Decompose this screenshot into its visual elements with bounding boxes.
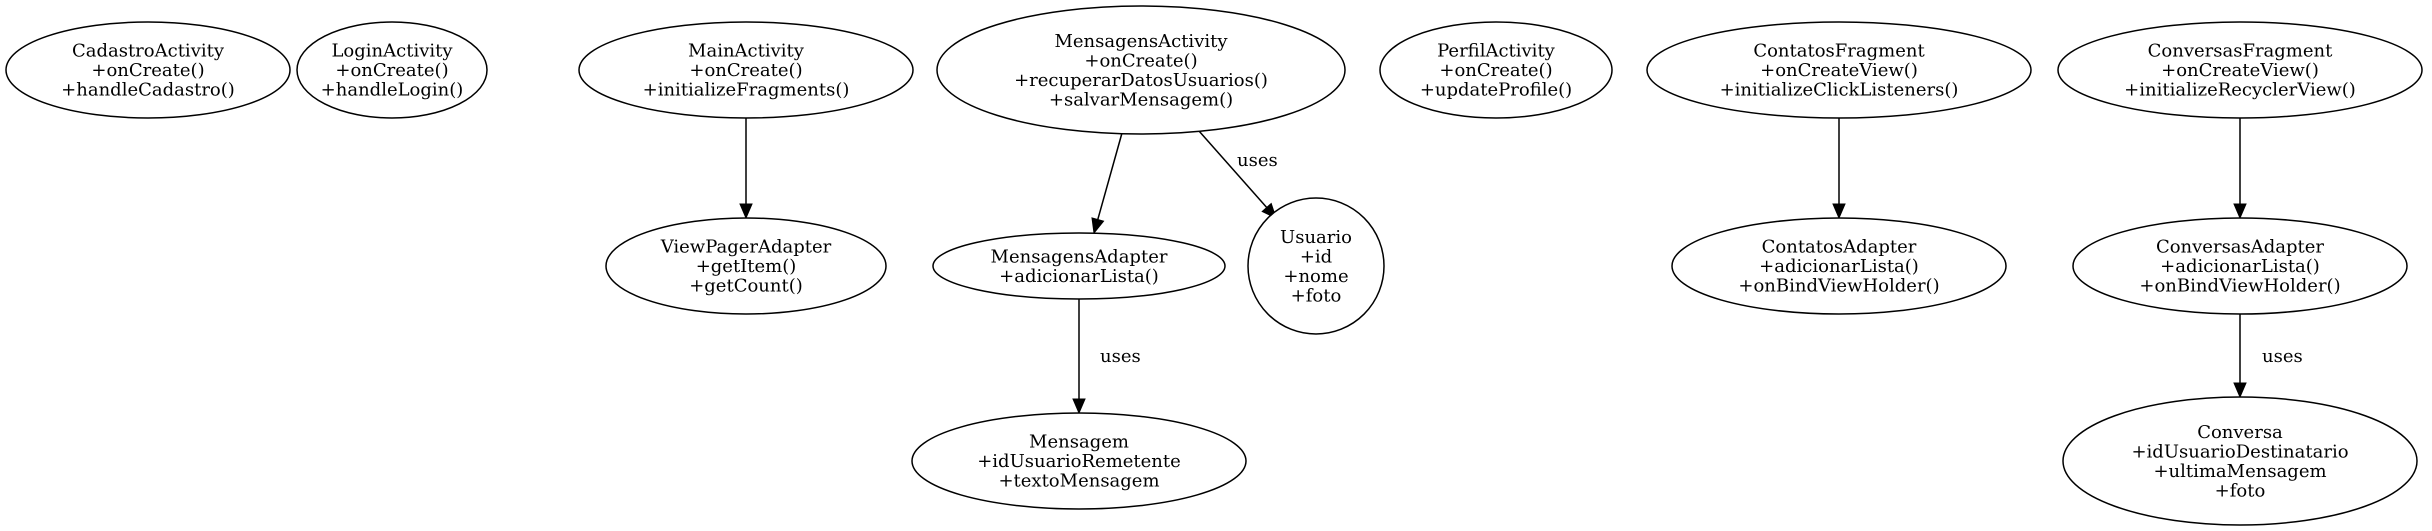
node-usuario: Usuario+id+nome+foto	[1247, 197, 1385, 335]
arrowhead-icon	[1072, 398, 1086, 415]
node-title: PerfilActivity	[1437, 41, 1556, 62]
node-member: +idUsuarioDestinatario	[2131, 441, 2348, 462]
node-title: Mensagem	[1029, 432, 1129, 453]
node-title: MensagensActivity	[1054, 31, 1228, 52]
node-title: ConversasAdapter	[2156, 237, 2324, 258]
node-member: +ultimaMensagem	[2153, 461, 2326, 482]
node-member: +handleLogin()	[321, 80, 464, 101]
node-member: +onCreate()	[1439, 60, 1552, 81]
node-member: +nome	[1283, 266, 1348, 287]
node-member: +recuperarDatosUsuarios()	[1014, 70, 1268, 91]
arrowhead-icon	[2233, 382, 2247, 399]
edge-mensagens-adapter-to-mensagem: uses	[1072, 299, 1141, 415]
edge-line	[1097, 132, 1123, 220]
edge-main-to-viewpager-adapter	[739, 118, 753, 220]
node-member: +onCreate()	[335, 60, 448, 81]
node-title: MainActivity	[688, 41, 805, 62]
node-member: +id	[1300, 246, 1332, 267]
node-title: ContatosAdapter	[1762, 237, 1917, 258]
node-member: +onCreate()	[1084, 50, 1197, 71]
node-member: +updateProfile()	[1420, 80, 1572, 101]
node-shape	[2072, 217, 2408, 315]
node-cadastro: CadastroActivity+onCreate()+handleCadast…	[5, 21, 291, 119]
edge-mensagens-activity-to-usuario: uses	[1198, 130, 1278, 219]
node-login: LoginActivity+onCreate()+handleLogin()	[296, 21, 488, 119]
node-shape	[932, 232, 1226, 300]
node-shape	[911, 412, 1247, 510]
node-shape	[578, 21, 914, 119]
node-member: +adicionarLista()	[999, 266, 1159, 287]
node-title: ContatosFragment	[1753, 41, 1925, 62]
node-shape	[296, 21, 488, 119]
edge-conversas-fragment-to-conversas-adapter	[2233, 118, 2247, 220]
node-member: +handleCadastro()	[61, 80, 235, 101]
node-shape	[2062, 396, 2418, 526]
node-shape	[936, 5, 1346, 135]
node-member: +onBindViewHolder()	[2139, 276, 2340, 297]
node-mensagem: Mensagem+idUsuarioRemetente+textoMensage…	[911, 412, 1247, 510]
edges-layer: uses uses uses	[739, 118, 2303, 415]
node-member: +adicionarLista()	[2160, 256, 2320, 277]
node-member: +adicionarLista()	[1759, 256, 1919, 277]
node-main: MainActivity+onCreate()+initializeFragme…	[578, 21, 914, 119]
node-member: +getItem()	[696, 256, 797, 277]
node-perfil: PerfilActivity+onCreate()+updateProfile(…	[1379, 21, 1613, 119]
node-member: +onCreate()	[689, 60, 802, 81]
node-member: +initializeFragments()	[643, 80, 850, 101]
node-shape	[1671, 217, 2007, 315]
node-title: LoginActivity	[331, 41, 453, 62]
node-mensagens-adapter: MensagensAdapter+adicionarLista()	[932, 232, 1226, 300]
node-member: +foto	[2215, 480, 2266, 501]
node-title: ConversasFragment	[2148, 41, 2333, 62]
node-title: ViewPagerAdapter	[660, 237, 832, 258]
edge-label: uses	[1100, 346, 1141, 367]
node-shape	[2057, 21, 2423, 119]
node-shape	[605, 217, 887, 315]
edge-contatos-fragment-to-contatos-adapter	[1832, 118, 1846, 220]
node-title: MensagensAdapter	[991, 246, 1168, 267]
node-member: +onCreate()	[91, 60, 204, 81]
node-title: CadastroActivity	[72, 41, 225, 62]
node-shape	[1379, 21, 1613, 119]
arrowhead-icon	[2233, 203, 2247, 220]
node-shape	[1646, 21, 2032, 119]
node-viewpager-adapter: ViewPagerAdapter+getItem()+getCount()	[605, 217, 887, 315]
arrowhead-icon	[1832, 203, 1846, 220]
node-member: +foto	[1291, 285, 1342, 306]
edge-label: uses	[1237, 150, 1278, 171]
arrowhead-icon	[739, 203, 753, 220]
node-conversa: Conversa+idUsuarioDestinatario+ultimaMen…	[2062, 396, 2418, 526]
node-title: Conversa	[2197, 422, 2283, 443]
node-member: +getCount()	[689, 276, 803, 297]
node-conversas-adapter: ConversasAdapter+adicionarLista()+onBind…	[2072, 217, 2408, 315]
node-conversas-fragment: ConversasFragment+onCreateView()+initial…	[2057, 21, 2423, 119]
node-member: +onBindViewHolder()	[1738, 276, 1939, 297]
node-title: Usuario	[1280, 227, 1352, 248]
node-contatos-fragment: ContatosFragment+onCreateView()+initiali…	[1646, 21, 2032, 119]
node-member: +initializeRecyclerView()	[2124, 80, 2356, 101]
node-member: +onCreateView()	[1760, 60, 1918, 81]
node-member: +textoMensagem	[998, 471, 1159, 492]
node-member: +salvarMensagem()	[1049, 89, 1233, 110]
node-member: +onCreateView()	[2161, 60, 2319, 81]
edge-line	[1198, 130, 1268, 209]
node-shape	[5, 21, 291, 119]
node-contatos-adapter: ContatosAdapter+adicionarLista()+onBindV…	[1671, 217, 2007, 315]
node-mensagens-activity: MensagensActivity+onCreate()+recuperarDa…	[936, 5, 1346, 135]
arrowhead-icon	[1091, 217, 1105, 235]
node-shape	[1247, 197, 1385, 335]
edge-label: uses	[2262, 346, 2303, 367]
edge-conversas-adapter-to-conversa: uses	[2233, 314, 2303, 399]
edge-mensagens-activity-to-mensagens-adapter	[1091, 132, 1123, 235]
nodes-layer: CadastroActivity+onCreate()+handleCadast…	[5, 5, 2423, 526]
node-member: +idUsuarioRemetente	[977, 451, 1181, 472]
node-member: +initializeClickListeners()	[1720, 80, 1959, 101]
